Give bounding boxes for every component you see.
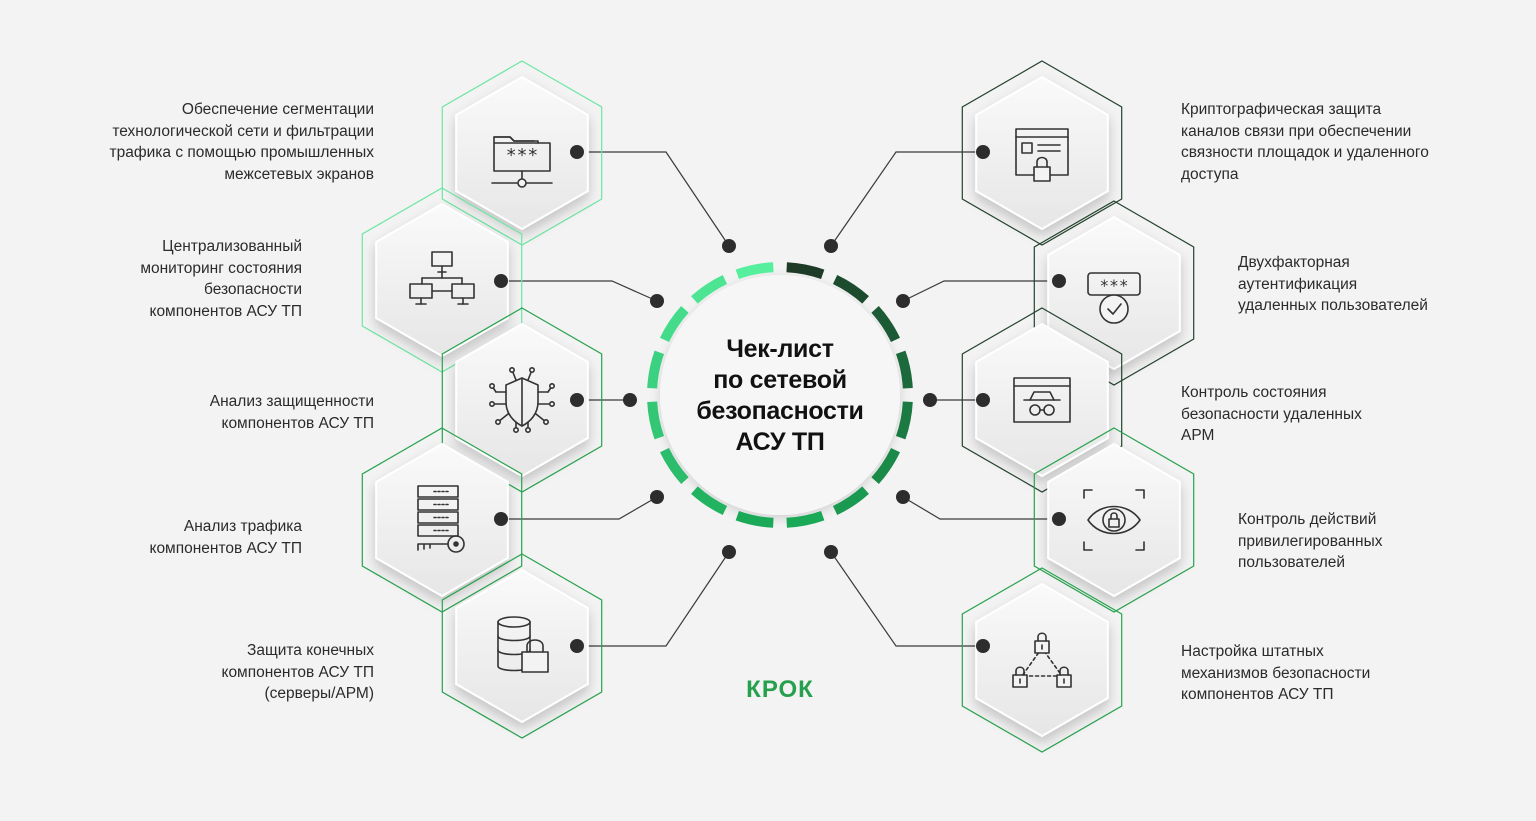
folder-password-network-icon: *** [491, 136, 553, 188]
left-ring-dot-3 [623, 393, 637, 407]
left-connector-line-5 [577, 551, 730, 647]
eye-lock-scan-icon [1083, 489, 1145, 551]
right-hexagon-outline-2 [1033, 200, 1195, 386]
right-ring-dot-3 [923, 393, 937, 407]
left-hex-dot-4 [494, 512, 508, 526]
center-ring-segment-1 [786, 262, 825, 280]
left-hexagon-body-5 [455, 568, 589, 724]
center-ring-segment-16 [735, 262, 774, 280]
center-ring-segment-2 [832, 274, 869, 304]
center-ring-segment-3 [871, 306, 901, 343]
center-disc [660, 275, 900, 515]
right-hex-dot-4 [1052, 512, 1066, 526]
left-ring-dot-2 [650, 294, 664, 308]
left-ring-dot-4 [650, 490, 664, 504]
network-topology-icon [409, 251, 475, 305]
left-hexagon-outline-5 [441, 553, 603, 739]
right-connector-line-5 [830, 551, 983, 647]
right-label-2: Двухфакторная аутентификация удаленных п… [1238, 254, 1428, 314]
connector-lines [501, 151, 1059, 647]
right-connector-line-4 [902, 496, 1059, 520]
center-ring-segment-8 [786, 510, 825, 528]
right-connector-line-2 [902, 280, 1059, 302]
left-hex-dot-5 [570, 639, 584, 653]
right-hexagon-outline-4 [1033, 427, 1195, 613]
right-hex-dot-5 [976, 639, 990, 653]
right-ring-dot-4 [896, 490, 910, 504]
svg-text:***: *** [506, 145, 539, 166]
right-label-5: Настройка штатных механизмов безопасност… [1181, 643, 1371, 703]
center-ring-segment-11 [659, 447, 689, 484]
right-hexagon-outline-1 [961, 60, 1123, 246]
connector-dots [494, 145, 1066, 653]
left-hexagon-body-4 [375, 442, 509, 598]
right-label-4: Контроль действий привилегированных поль… [1238, 511, 1383, 571]
browser-incognito-icon [1013, 377, 1071, 423]
center-ring-segment-15 [691, 274, 728, 304]
center-ring-segment-7 [832, 486, 869, 516]
left-hex-dot-3 [570, 393, 584, 407]
left-label-2: Централизованный мониторинг состояния бе… [140, 238, 302, 320]
left-connector-line-1 [577, 151, 730, 247]
left-hexagon-1: *** [441, 60, 603, 246]
right-hex-dot-2 [1052, 274, 1066, 288]
database-lock-icon [497, 616, 549, 673]
right-ring-dot-5 [824, 545, 838, 559]
center-title: Чек-лист по сетевой безопасности АСУ ТП [696, 335, 864, 456]
left-ring-dot-5 [722, 545, 736, 559]
left-hexagon-5 [441, 553, 603, 739]
center-ring-segment-9 [735, 510, 774, 528]
center-ring-segment-10 [691, 486, 728, 516]
left-hexagon-3 [441, 307, 603, 493]
circuit-shield-icon [488, 366, 555, 433]
center-ring-segment-6 [871, 447, 901, 484]
center-ring-segment-12 [647, 401, 665, 440]
right-hexagon-body-4 [1047, 442, 1181, 598]
left-ring-dot-1 [722, 239, 736, 253]
right-hexagon-outline-3 [961, 307, 1123, 493]
server-key-icon [417, 485, 465, 553]
left-connector-line-4 [501, 496, 658, 520]
locks-network-icon [1012, 632, 1072, 688]
left-hex-dot-1 [570, 145, 584, 159]
center-ring-segment-5 [895, 401, 913, 440]
center-ring [647, 262, 913, 528]
right-hexagon-body-5 [975, 582, 1109, 738]
right-hexagon-4 [1033, 427, 1195, 613]
right-hex-dot-1 [976, 145, 990, 159]
center-ring-segment-14 [659, 306, 689, 343]
right-connector-line-1 [830, 151, 983, 247]
right-hexagon-5 [961, 567, 1123, 753]
left-hexagon-body-2 [375, 202, 509, 358]
left-connector-line-2 [501, 280, 658, 302]
left-label-1: Обеспечение сегментации технологической … [109, 101, 374, 183]
right-hexagon-body-1 [975, 75, 1109, 231]
brand-logo: КРОК [746, 676, 814, 703]
hexagon-layer: *** *** [361, 60, 1195, 753]
right-hex-dot-3 [976, 393, 990, 407]
svg-text:***: *** [1100, 276, 1129, 295]
left-hex-dot-2 [494, 274, 508, 288]
right-hexagon-3 [961, 307, 1123, 493]
right-ring-dot-2 [896, 294, 910, 308]
right-ring-dot-1 [824, 239, 838, 253]
left-hexagon-body-1 [455, 75, 589, 231]
left-label-5: Защита конечных компонентов АСУ ТП (серв… [221, 642, 374, 702]
password-check-icon: *** [1087, 272, 1141, 324]
browser-lock-icon [1015, 128, 1069, 182]
right-hexagon-1 [961, 60, 1123, 246]
center-ring-segment-13 [647, 350, 665, 389]
right-hexagon-outline-5 [961, 567, 1123, 753]
left-label-4: Анализ трафика компонентов АСУ ТП [149, 518, 302, 557]
center-ring-segment-4 [895, 350, 913, 389]
right-label-1: Криптографическая защита каналов связи п… [1181, 101, 1429, 183]
left-label-3: Анализ защищенности компонентов АСУ ТП [209, 393, 374, 432]
right-label-3: Контроль состояния безопасности удаленны… [1181, 384, 1362, 444]
